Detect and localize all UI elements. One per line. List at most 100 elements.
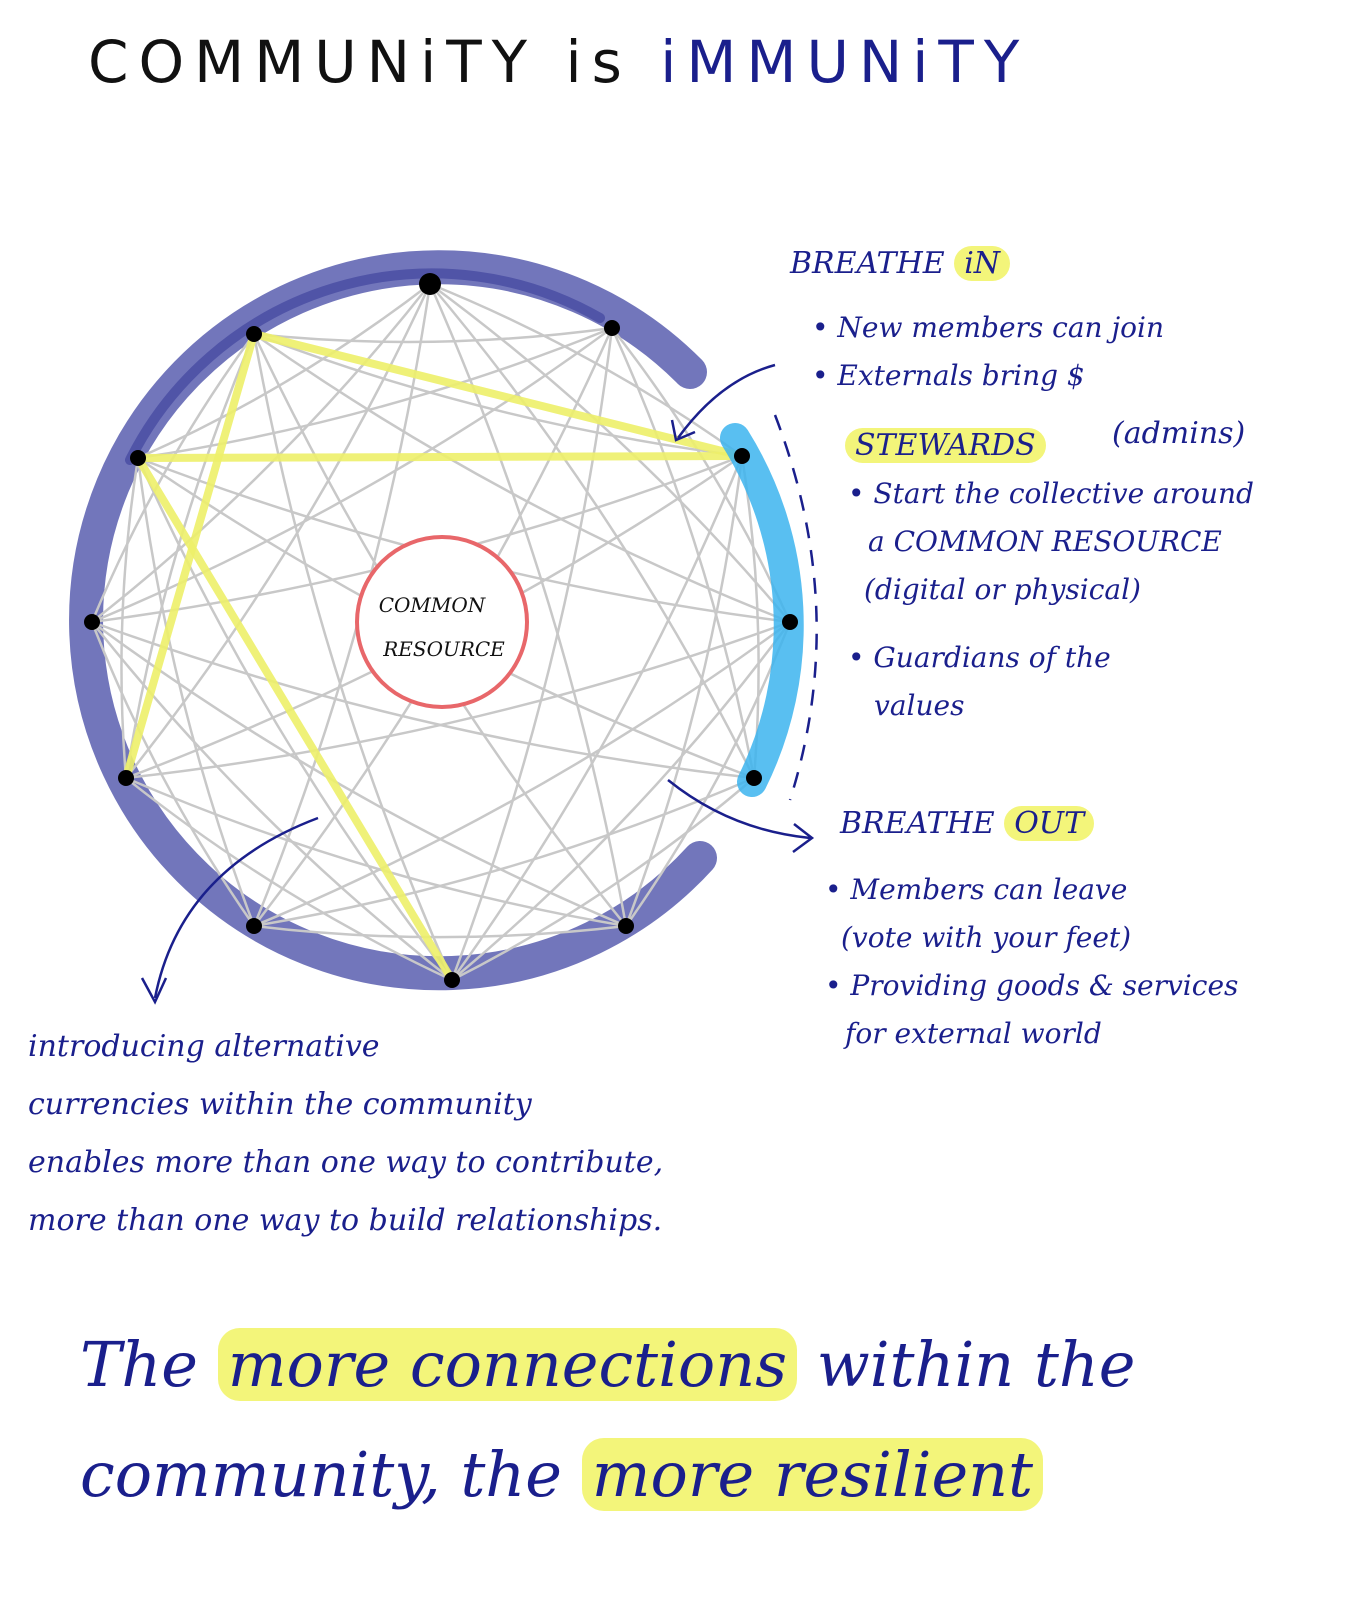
star-highlight-lines (122, 330, 746, 984)
list-spacer (848, 614, 1254, 634)
connection-line (90, 621, 256, 927)
footer-text: within the (816, 1328, 1136, 1401)
stewards-label: STEWARDS (845, 428, 1046, 463)
member-node (782, 614, 798, 630)
connection-line (611, 327, 792, 623)
title-part1: COMMUNiTY is (88, 28, 632, 96)
page-title: COMMUNiTY is iMMUNiTY (88, 28, 1029, 96)
connection-line (90, 333, 256, 623)
member-node (444, 972, 460, 988)
footer-highlight: more resilient (581, 1438, 1044, 1511)
footer-highlight: more connections (217, 1328, 798, 1401)
breathe-out-heading: BREATHE OUT (840, 806, 1095, 841)
connection-line (124, 333, 256, 779)
list-item: • New members can join (812, 311, 1165, 344)
connection-line (91, 283, 431, 623)
stewards-arc (720, 414, 818, 801)
connection-line (137, 283, 431, 460)
connection-line (252, 333, 454, 981)
connection-line (253, 924, 627, 939)
currencies-arrow (153, 816, 319, 999)
connection-line (91, 326, 613, 624)
list-item: (vote with your feet) (841, 921, 1132, 954)
list-item: • Members can leave (825, 873, 1128, 906)
note-line: enables more than one way to contribute, (28, 1145, 664, 1180)
star-line (134, 452, 746, 462)
breathe-in-arrow (676, 363, 776, 439)
breathe-out-arrow (667, 779, 811, 840)
list-item: • Start the collective around (848, 477, 1254, 510)
member-node (734, 448, 750, 464)
connection-line (125, 283, 432, 779)
breathe-in-label: BREATHE (790, 246, 945, 281)
member-node (246, 918, 262, 934)
connection-line (429, 282, 743, 458)
breathe-in-arrowhead (670, 419, 696, 442)
footer-line2: community, the more resilient (80, 1420, 1135, 1530)
note-line: currencies within the community (28, 1087, 532, 1122)
connection-line (451, 777, 755, 982)
center-label-line2: RESOURCE (382, 637, 505, 661)
member-node (618, 918, 634, 934)
common-resource-circle (355, 535, 529, 709)
member-node (246, 326, 262, 342)
stewards-note: (admins) (1112, 416, 1246, 451)
breathe-in-list: • New members can join • Externals bring… (812, 304, 1164, 400)
list-item: values (874, 689, 965, 722)
list-item: for external world (845, 1017, 1102, 1050)
breathe-in-highlight: iN (954, 246, 1011, 281)
member-node (130, 450, 146, 466)
list-item: • Providing goods & services (825, 969, 1239, 1002)
breathe-in-heading: BREATHE iN (790, 246, 1011, 281)
connection-line (610, 327, 756, 779)
footer-text: The (80, 1328, 198, 1401)
stewards-highlight (720, 423, 804, 797)
connection-line (253, 326, 613, 344)
connection-line (253, 332, 791, 624)
stewards-heading: STEWARDS (845, 428, 1046, 463)
connection-line (136, 457, 453, 981)
footer-text: community, the (80, 1438, 562, 1511)
note-line: more than one way to build relationships… (28, 1203, 663, 1238)
member-node (118, 770, 134, 786)
member-node (84, 614, 100, 630)
star-line (250, 330, 746, 460)
member-node (604, 320, 620, 336)
footer-statement: The more connections within the communit… (80, 1310, 1135, 1530)
currencies-arrowhead (140, 977, 168, 1005)
currencies-note: introducing alternative currencies withi… (28, 1018, 663, 1250)
connection-line (91, 621, 453, 981)
stewards-list: • Start the collective around a COMMON R… (848, 470, 1254, 730)
title-part2: iMMUNiTY (660, 28, 1030, 96)
note-line: introducing alternative (28, 1029, 380, 1064)
list-item: (digital or physical) (864, 573, 1141, 606)
connection-line (450, 455, 744, 981)
list-item: • Guardians of the (848, 641, 1111, 674)
center-label-line1: COMMON (379, 593, 487, 617)
list-item: a COMMON RESOURCE (868, 525, 1222, 558)
connection-line (91, 620, 755, 780)
member-node (419, 273, 441, 295)
connection-line (125, 777, 453, 982)
breathe-out-highlight: OUT (1004, 806, 1095, 841)
member-nodes (84, 273, 798, 988)
connection-line (125, 776, 627, 928)
breathe-out-list: • Members can leave (vote with your feet… (825, 866, 1238, 1058)
breathe-out-arrowhead (792, 823, 815, 854)
connection-line (253, 620, 791, 928)
connection-line (136, 457, 256, 927)
member-node (746, 770, 762, 786)
connection-line (125, 620, 791, 780)
connection-line (120, 457, 140, 779)
breathe-out-label: BREATHE (840, 806, 995, 841)
connection-line (253, 332, 743, 458)
ring-arc-inner (125, 268, 605, 465)
list-item: • Externals bring $ (812, 359, 1085, 392)
connection-line (428, 283, 628, 927)
connection-line (137, 326, 613, 460)
footer-line1: The more connections within the (80, 1310, 1135, 1420)
star-line (122, 330, 258, 782)
connection-line (429, 282, 791, 623)
connection-line (91, 620, 627, 928)
